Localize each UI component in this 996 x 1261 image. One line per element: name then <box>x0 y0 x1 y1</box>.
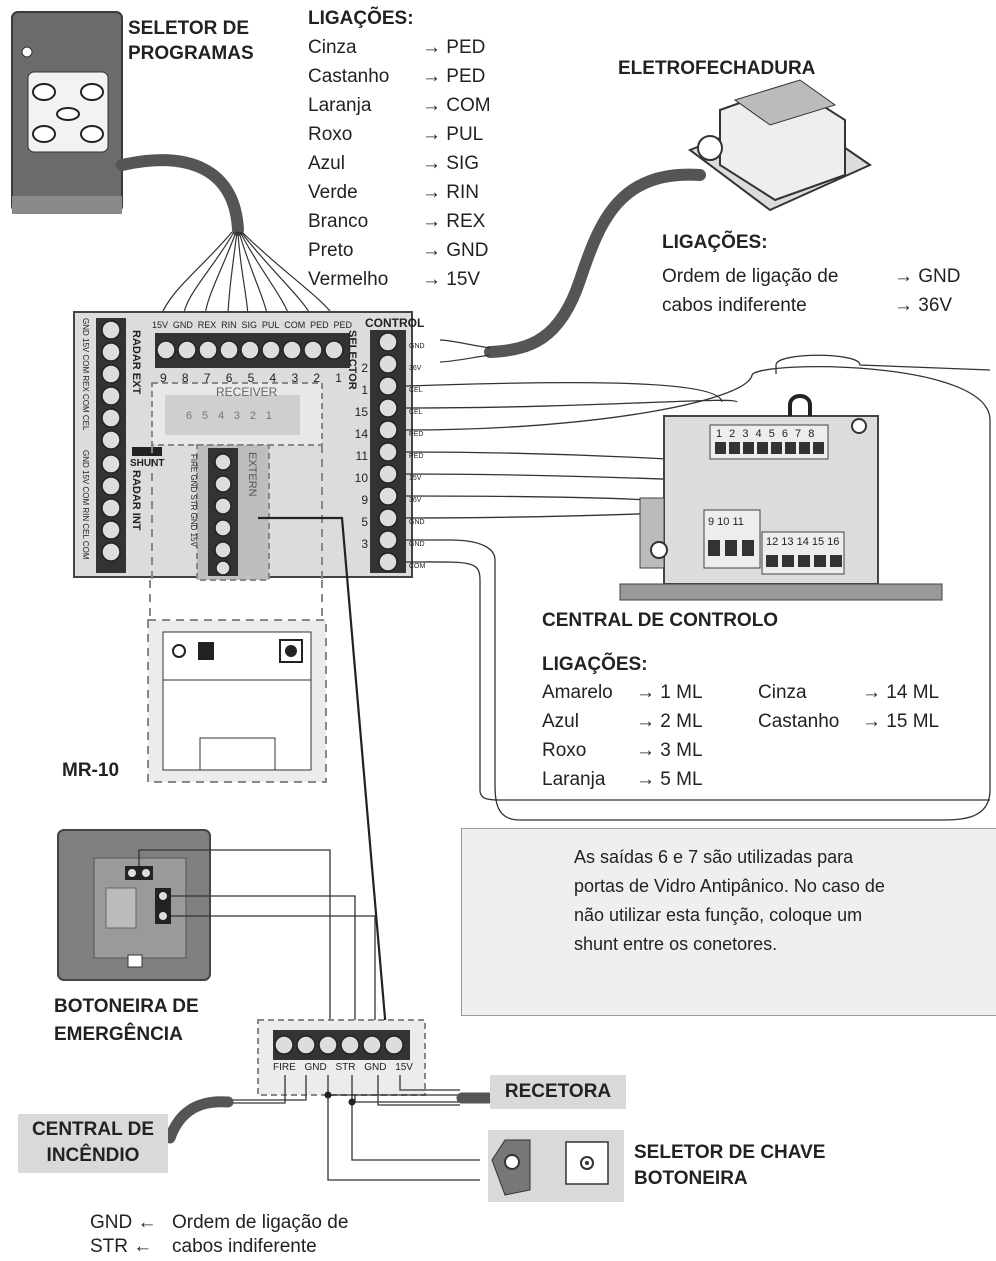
radar-int-terminals: GND 15V COM RIN CEL COM <box>81 450 90 560</box>
list-item: Cinza→ 14 ML <box>758 682 940 703</box>
control-label: CONTROL <box>365 316 425 330</box>
list-item: Laranja→ COM <box>308 95 491 116</box>
botoneira-title-line1: BOTONEIRA DE <box>54 996 199 1017</box>
central-mid-numbers: 9 10 11 <box>708 516 744 528</box>
list-item: Preto→ GND <box>308 240 489 261</box>
radar-ext-terminals: GND 15V COM REX COM CEL <box>81 318 90 431</box>
mr10-label: MR-10 <box>62 760 120 781</box>
emergency-button-device <box>57 829 211 981</box>
central-top-numbers: 1 2 3 4 5 6 7 8 <box>716 428 817 440</box>
list-item: Roxo→ 3 ML <box>542 740 703 761</box>
footer-line2: STR ←cabos indiferente <box>90 1236 317 1257</box>
top-connections-title: LIGAÇÕES: <box>308 8 414 29</box>
key-selector-title-line2: BOTONEIRA <box>634 1168 748 1189</box>
list-item: Verde→ RIN <box>308 182 479 203</box>
footer-line1: GND ←Ordem de ligação de <box>90 1212 349 1233</box>
central-control-device <box>619 394 943 601</box>
list-item: Castanho→ 15 ML <box>758 711 940 732</box>
botoneira-title-line2: EMERGÊNCIA <box>54 1024 183 1045</box>
extern-arrow <box>258 516 388 1031</box>
list-item: Laranja→ 5 ML <box>542 769 703 790</box>
electric-lock-device <box>687 79 873 212</box>
list-item: Vermelho→ 15V <box>308 269 481 290</box>
extern-label: EXTERN <box>246 452 258 497</box>
lock-connections-title: LIGAÇÕES: <box>662 232 768 253</box>
list-item: Amarelo→ 1 ML <box>542 682 703 703</box>
lock-connections-line2: cabos indiferente→ 36V <box>662 295 953 316</box>
extern-terminals: FIRE GND STR GND 15V <box>189 454 198 547</box>
top-connections-list: Cinza→ PED Castanho→ PED Laranja→ COM Ro… <box>308 33 491 294</box>
program-selector-device <box>11 11 123 214</box>
central-incendio-label: CENTRAL DE INCÊNDIO <box>18 1114 168 1173</box>
central-right-numbers: 12 13 14 15 16 <box>766 536 840 548</box>
lock-cable <box>484 168 706 358</box>
shunt-label: SHUNT <box>130 458 165 469</box>
selector-title-line1: SELETOR DE <box>128 18 250 39</box>
list-item: Branco→ REX <box>308 211 486 232</box>
central-connections-right: Cinza→ 14 ML Castanho→ 15 ML <box>758 678 939 736</box>
selector-title-line2: PROGRAMAS <box>128 43 254 64</box>
radar-ext-label: RADAR EXT <box>130 330 142 395</box>
list-item: Castanho→ PED <box>308 66 486 87</box>
central-connections-left: Amarelo→ 1 ML Azul→ 2 ML Roxo→ 3 ML Lara… <box>542 678 703 794</box>
lock-connections-line1: Ordem de ligação de→ GND <box>662 266 961 287</box>
warning-text: As saídas 6 e 7 são utilizadas para port… <box>574 847 885 954</box>
recetora-label: RECETORA <box>490 1075 626 1109</box>
central-title: CENTRAL DE CONTROLO <box>542 610 779 631</box>
receiver-label: RECEIVER <box>216 385 278 399</box>
selector-cable <box>116 154 244 236</box>
key-selector-device <box>488 1130 624 1202</box>
list-item: Azul→ SIG <box>308 153 480 174</box>
list-item: Cinza→ PED <box>308 37 486 58</box>
radar-int-label: RADAR INT <box>130 470 142 531</box>
key-selector-title-line1: SELETOR DE CHAVE <box>634 1142 826 1163</box>
central-connections-title: LIGAÇÕES: <box>542 654 648 675</box>
list-item: Roxo→ PUL <box>308 124 484 145</box>
list-item: Azul→ 2 ML <box>542 711 703 732</box>
warning-note <box>461 828 996 1016</box>
lock-title: ELETROFECHADURA <box>618 58 816 79</box>
